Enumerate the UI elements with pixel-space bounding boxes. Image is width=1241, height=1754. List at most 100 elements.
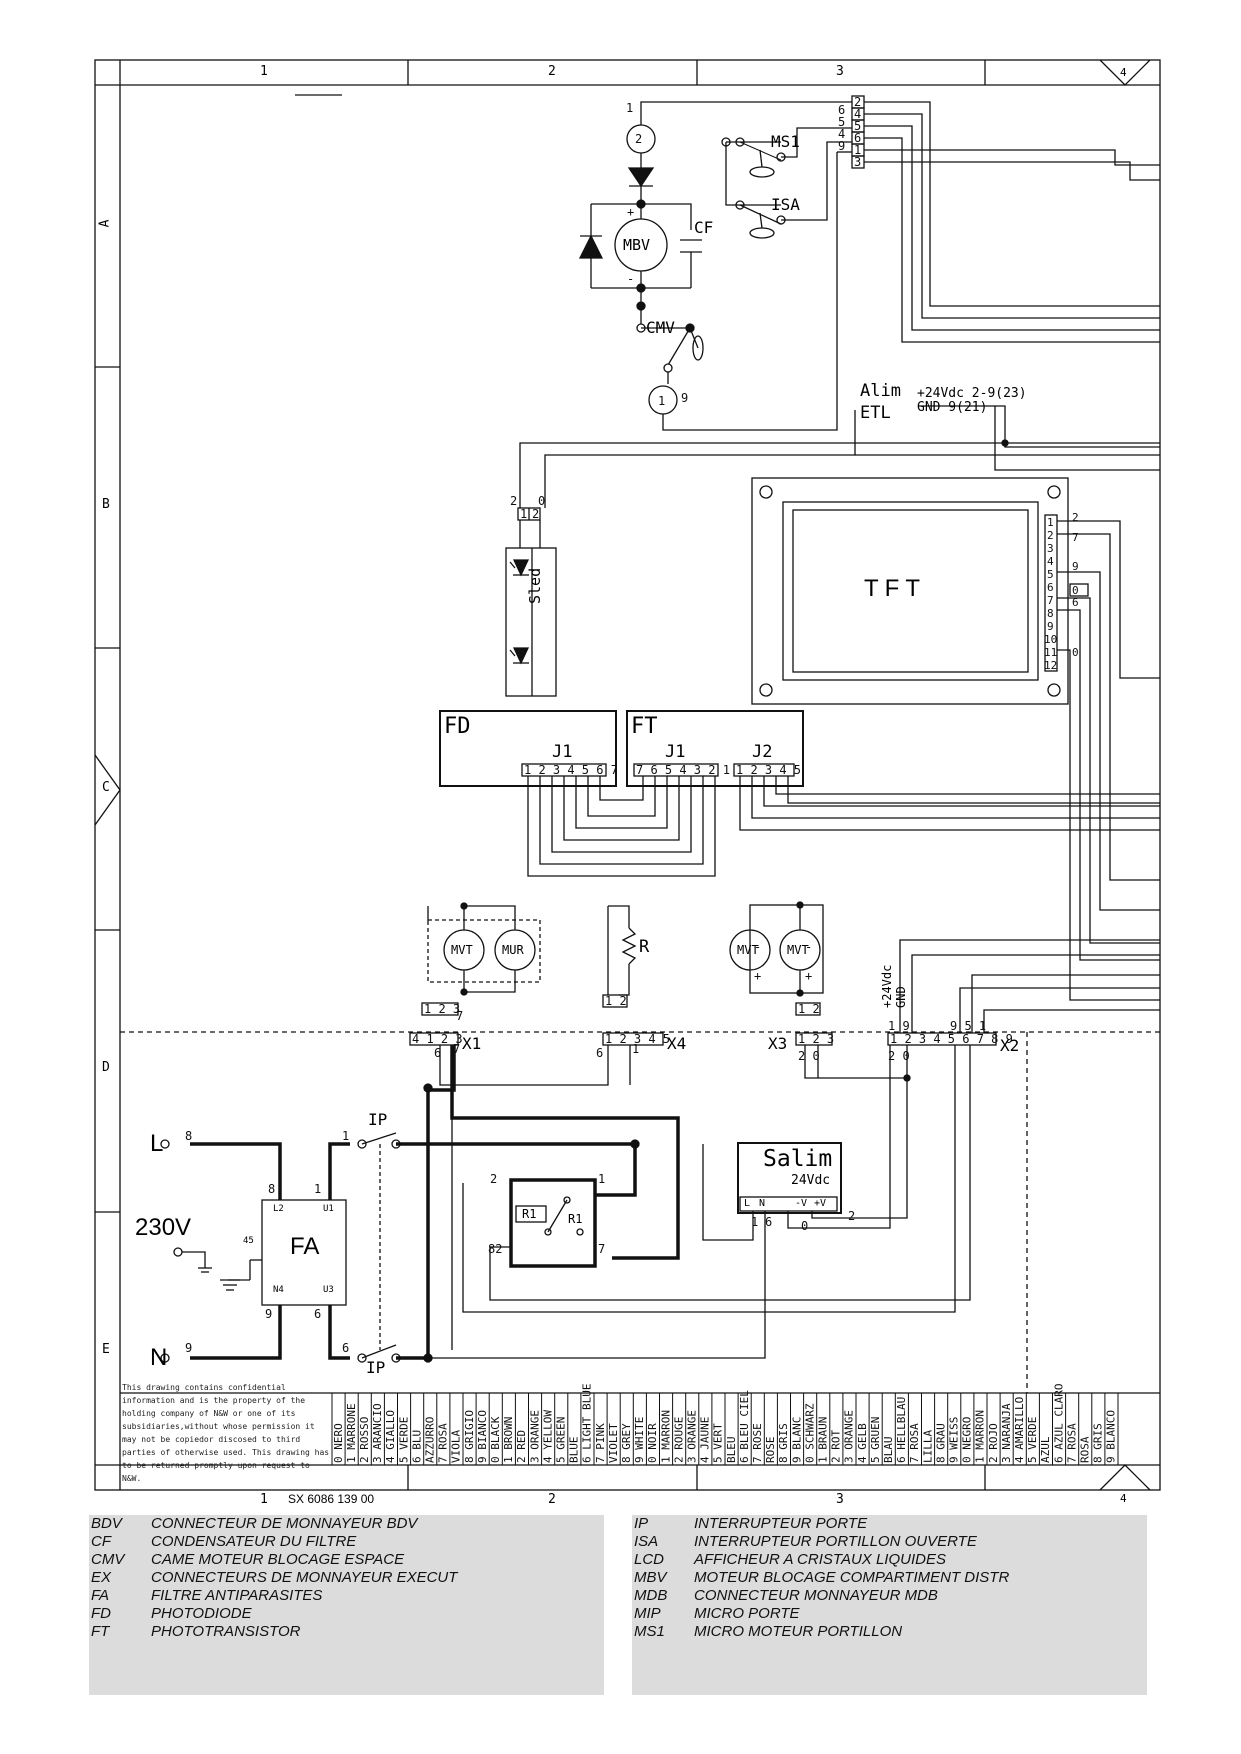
fd-label: FD bbox=[444, 714, 471, 739]
svg-text:+: + bbox=[754, 969, 761, 983]
svg-text:1: 1 bbox=[632, 1042, 639, 1056]
legend-description: MICRO MOTEUR PORTILLON bbox=[694, 1623, 903, 1640]
svg-text:-: - bbox=[627, 272, 634, 286]
svg-text:2: 2 bbox=[490, 1172, 497, 1186]
svg-text:8: 8 bbox=[1047, 607, 1054, 620]
row-c: C bbox=[102, 780, 110, 795]
r1-box-label: R1 bbox=[522, 1207, 537, 1221]
legend-abbr: FD bbox=[91, 1605, 111, 1622]
sled-label: Sled bbox=[526, 567, 544, 604]
svg-text:+: + bbox=[627, 205, 634, 219]
svg-text:7: 7 bbox=[456, 1009, 463, 1023]
svg-text:1 2 3 4 5: 1 2 3 4 5 bbox=[605, 1032, 670, 1046]
svg-text:3: 3 bbox=[1047, 542, 1054, 555]
svg-text:0: 0 bbox=[801, 1219, 808, 1233]
col-4-top: 4 bbox=[1120, 66, 1127, 79]
x3-label: X3 bbox=[768, 1034, 788, 1053]
alim-label: Alim bbox=[860, 381, 901, 401]
fa-n4: N4 bbox=[273, 1285, 284, 1295]
footer-col-3: 3 bbox=[836, 1492, 844, 1507]
svg-text:3: 3 bbox=[854, 155, 861, 169]
svg-text:6: 6 bbox=[854, 131, 861, 145]
svg-text:9 5 1: 9 5 1 bbox=[950, 1019, 986, 1033]
salim-n: N bbox=[759, 1198, 766, 1209]
r1-switch-label: R1 bbox=[568, 1212, 583, 1226]
svg-text:7: 7 bbox=[1072, 531, 1079, 544]
col-2-top: 2 bbox=[548, 64, 556, 79]
cf-label: CF bbox=[694, 218, 714, 237]
legend-description: CAME MOTEUR BLOCAGE ESPACE bbox=[151, 1551, 405, 1568]
svg-text:1 9: 1 9 bbox=[888, 1019, 910, 1033]
legend-abbr: BDV bbox=[91, 1515, 122, 1532]
ip-top-label: IP bbox=[368, 1110, 388, 1129]
col-3-top: 3 bbox=[836, 64, 844, 79]
row-d: D bbox=[102, 1060, 110, 1075]
svg-text:9: 9 bbox=[1072, 560, 1079, 573]
alim-gnd: GND 9(21) bbox=[917, 400, 988, 415]
isa-label: ISA bbox=[771, 195, 800, 214]
legend-abbr: EX bbox=[91, 1569, 112, 1586]
svg-text:4: 4 bbox=[854, 107, 861, 121]
svg-text:1 2 3 4 5 6 7 8 9: 1 2 3 4 5 6 7 8 9 bbox=[890, 1032, 1013, 1046]
svg-text:1: 1 bbox=[626, 101, 633, 115]
legend-description: PHOTOTRANSISTOR bbox=[151, 1623, 301, 1640]
x4-label: X4 bbox=[667, 1034, 687, 1053]
svg-text:1: 1 bbox=[314, 1182, 321, 1196]
svg-text:6: 6 bbox=[342, 1341, 349, 1355]
svg-text:4 1 2 3: 4 1 2 3 bbox=[412, 1032, 463, 1046]
ft-j1-label: J1 bbox=[665, 742, 686, 762]
svg-text:1: 1 bbox=[598, 1172, 605, 1186]
svg-text:6: 6 bbox=[314, 1307, 321, 1321]
svg-text:2: 2 bbox=[635, 132, 642, 146]
svg-text:4: 4 bbox=[1047, 555, 1054, 568]
mbv-label: MBV bbox=[623, 236, 651, 254]
legend-abbr: MBV bbox=[634, 1569, 667, 1586]
fa-45: 45 bbox=[243, 1236, 254, 1246]
footer-col-2: 2 bbox=[548, 1492, 556, 1507]
svg-text:6: 6 bbox=[1072, 596, 1079, 609]
fa-label: FA bbox=[290, 1233, 320, 1260]
svg-text:2: 2 bbox=[510, 494, 517, 508]
svg-text:+: + bbox=[805, 969, 812, 983]
tft-label: TFT bbox=[864, 575, 926, 602]
footer-col-1: 1 bbox=[260, 1492, 268, 1507]
legend-abbr: MIP bbox=[634, 1605, 661, 1622]
svg-text:1: 1 bbox=[854, 143, 861, 157]
svg-text:1: 1 bbox=[342, 1129, 349, 1143]
gnd-label: GND bbox=[894, 986, 908, 1008]
salim-mv: -V bbox=[795, 1198, 808, 1209]
cmv-label: CMV bbox=[646, 318, 675, 337]
legend-abbr: FT bbox=[91, 1623, 110, 1640]
legend-abbr: MDB bbox=[634, 1587, 668, 1604]
svg-text:4: 4 bbox=[838, 127, 845, 141]
svg-text:82: 82 bbox=[488, 1242, 502, 1256]
svg-text:1: 1 bbox=[1047, 516, 1054, 529]
svg-text:1: 1 bbox=[751, 1215, 758, 1229]
svg-text:1 2 3 4 5: 1 2 3 4 5 bbox=[736, 763, 801, 777]
fa-l2: L2 bbox=[273, 1204, 284, 1214]
svg-text:6: 6 bbox=[434, 1046, 441, 1060]
legend-abbr: FA bbox=[91, 1587, 110, 1604]
x2-label: X2 bbox=[1000, 1036, 1020, 1055]
svg-text:8: 8 bbox=[185, 1129, 192, 1143]
v230-label: 230V bbox=[135, 1214, 192, 1241]
svg-text:1 2: 1 2 bbox=[798, 1002, 820, 1016]
legend-description: CONNECTEURS DE MONNAYEUR EXECUT bbox=[151, 1569, 458, 1586]
legend-abbr: CF bbox=[91, 1533, 111, 1550]
svg-text:-: - bbox=[805, 940, 812, 954]
svg-text:2: 2 bbox=[1072, 511, 1079, 524]
row-e: E bbox=[102, 1342, 110, 1357]
svg-text:9: 9 bbox=[681, 391, 688, 405]
legend-description: AFFICHEUR A CRISTAUX LIQUIDES bbox=[694, 1551, 946, 1568]
mvt-left-label: MVT bbox=[451, 943, 473, 957]
svg-text:6: 6 bbox=[596, 1046, 603, 1060]
svg-text:2: 2 bbox=[1047, 529, 1054, 542]
